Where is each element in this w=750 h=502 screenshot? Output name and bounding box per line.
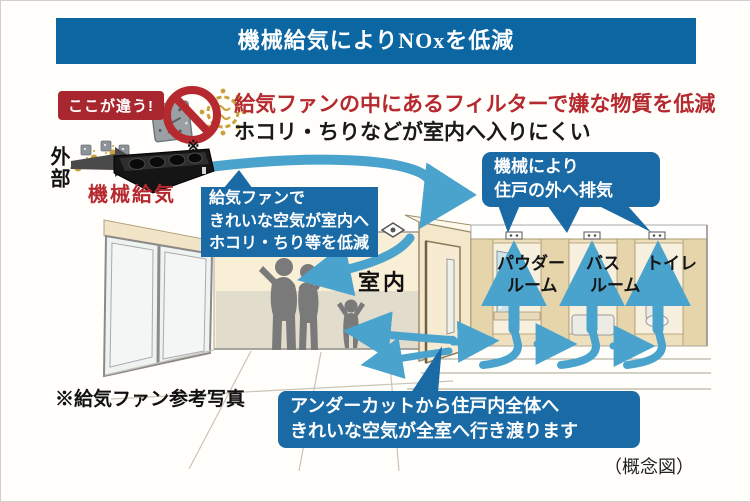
supply-fan-photo (113, 148, 215, 194)
ceiling-vent-icon (380, 222, 406, 238)
interior-label: 室内 (358, 270, 409, 295)
supply-bubble-line2: きれいな空気が室内へ (209, 212, 370, 230)
bath-room-label-line2: ルーム (590, 276, 641, 296)
undercut-bubble: アンダーカットから住戸内全体へ きれいな空気が全室へ行き渡ります (278, 391, 640, 448)
bath-room-label: バス ルーム (586, 253, 641, 297)
mechanical-supply-label: 機械給気 (88, 184, 176, 206)
undercut-bubble-line1: アンダーカットから住戸内全体へ (290, 396, 560, 416)
exhaust-bubble: 機械により 住戸の外へ排気 (482, 152, 660, 207)
hallway-floor-lines (407, 225, 711, 390)
fan-reference-mark: ※ (187, 139, 200, 155)
airflow-arrows (204, 154, 691, 379)
exhaust-bubble-line1: 機械により (494, 157, 579, 176)
bubble-tails (223, 170, 651, 393)
powder-room-label: パウダー ルーム (497, 253, 565, 297)
headline-filter: 給気ファンの中にあるフィルターで嫌な物質を低減 (234, 92, 716, 116)
powder-room-label-line1: パウダー (497, 254, 565, 273)
exhaust-vent-icon (505, 231, 666, 240)
difference-badge: ここが違う! (58, 91, 164, 120)
bath-room-label-line1: バス (586, 254, 620, 273)
fan-photo-note: ※給気ファン参考写真 (55, 389, 246, 410)
powder-room-label-line2: ルーム (507, 276, 558, 296)
prohibition-icon (163, 86, 221, 144)
exterior-label: 外部 (47, 146, 69, 190)
conceptual-diagram-note: （概念図） (604, 457, 694, 477)
undercut-bubble-line2: きれいな空気が全室へ行き渡ります (290, 421, 578, 442)
exhaust-bubble-line2: 住戸の外へ排気 (494, 180, 613, 200)
supply-bubble: 給気ファンで きれいな空気が室内へ ホコリ・ちり等を低減 (201, 187, 378, 257)
sliding-glass-door (102, 234, 214, 378)
supply-bubble-line1: 給気ファンで (209, 190, 306, 207)
supply-bubble-line3: ホコリ・ちり等を低減 (209, 235, 370, 253)
headline-dust: ホコリ・ちりなどが室内へ入りにくい (234, 120, 591, 144)
page-title: 機械給気によりNOxを低減 (56, 18, 696, 64)
toilet-label: トイレ (646, 254, 697, 273)
